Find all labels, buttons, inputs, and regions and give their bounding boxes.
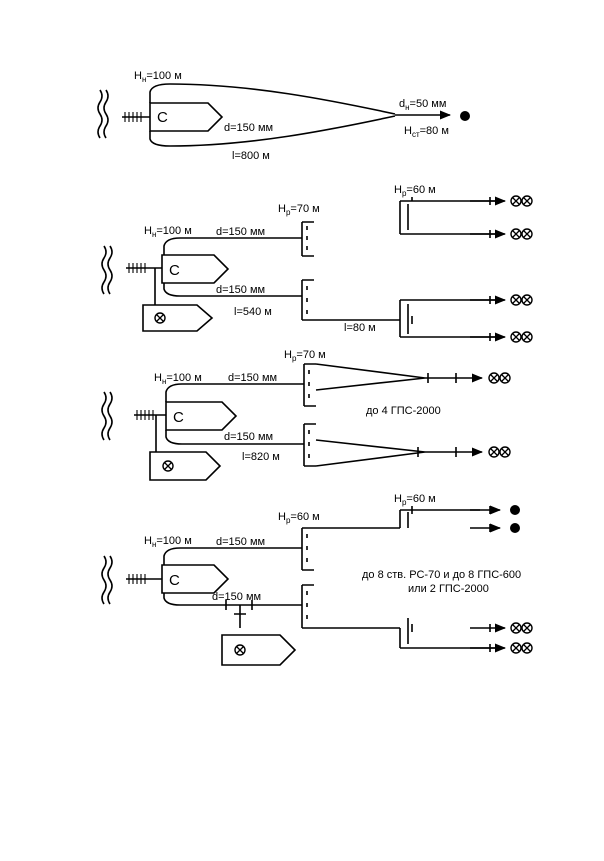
scheme-3: С Hн=100 м d=150 мм d [101,349,510,481]
hose-length-label: l=820 м [242,451,280,463]
hose-length-label: l=540 м [234,306,272,318]
nozzle-diameter-label: dн=50 мм [399,98,446,112]
hose-lines [149,83,452,147]
lower-wide-line [315,439,510,467]
fire-truck-c: С [165,401,238,431]
suction-hose [122,112,150,122]
jet-nozzle-dot [510,523,520,533]
pump-letter: С [157,109,168,126]
water-source-symbol [97,89,109,139]
hose-diameter-bottom-label: d=150 мм [212,591,261,603]
branching-manifolds [298,363,316,467]
equipment-note-line1: до 8 ств. РС-70 и до 8 ГПС-600 [362,569,521,581]
branching-manifolds [296,527,400,629]
fire-truck-c: С [149,102,224,132]
nozzle-head-label: Hр=60 м [394,184,436,198]
branch-head-label: Hр=70 м [284,349,326,363]
pump-head-label: Hн=100 м [144,225,192,239]
branching-manifolds [296,221,400,321]
water-source-symbol [101,555,113,605]
foam-truck [221,634,297,666]
lower-branch [399,618,532,653]
main-hose-lines [165,383,298,445]
suction-hose [134,410,166,420]
static-head-label: Hст=80 м [404,125,449,139]
foam-truck [149,451,222,481]
pump-letter: С [173,409,184,426]
jet-nozzle-dot [460,111,470,121]
main-hose-lines [163,237,296,297]
suction-hose [126,263,162,273]
suction-hose [126,574,162,584]
branch-head-label: Hр=70 м [278,203,320,217]
pump-head-label: Hн=100 м [144,535,192,549]
hose-diameter-bottom-label: d=150 мм [216,284,265,296]
pump-head-label: Hн=100 м [154,372,202,386]
pump-letter: С [169,572,180,589]
branch-length-label: l=80 м [344,322,376,334]
pump-letter: С [169,262,180,279]
pump-head-label: Hн=100 м [134,70,182,84]
nozzle-head-label: Hр=60 м [394,493,436,507]
upper-branch [399,505,520,533]
fire-truck-c: С [161,564,230,594]
foam-generator-note: до 4 ГПС-2000 [366,405,441,417]
water-source-symbol [101,391,113,441]
fire-truck-c: С [161,254,230,284]
upper-wide-line [315,363,510,391]
upper-branch [399,196,532,239]
equipment-note-line2: или 2 ГПС-2000 [408,583,489,595]
branch-head-label: Hр=60 м [278,511,320,525]
hose-diameter-label: d=150 мм [224,122,273,134]
scheme-2: С [101,184,532,342]
scheme-1: С Hн=100 м d=150 мм dн=50 мм Hст=80 м l=… [97,70,470,162]
hose-diameter-bottom-label: d=150 мм [224,431,273,443]
jet-nozzle-dot [510,505,520,515]
scheme-4: С [101,493,532,666]
hose-diameter-top-label: d=150 мм [216,536,265,548]
lower-branch [399,295,532,342]
water-source-symbol [101,245,113,295]
hose-length-label: l=800 м [232,150,270,162]
foam-truck [142,304,214,332]
hose-diameter-top-label: d=150 мм [216,226,265,238]
hose-diameter-top-label: d=150 мм [228,372,277,384]
main-hose-lines [163,547,296,628]
